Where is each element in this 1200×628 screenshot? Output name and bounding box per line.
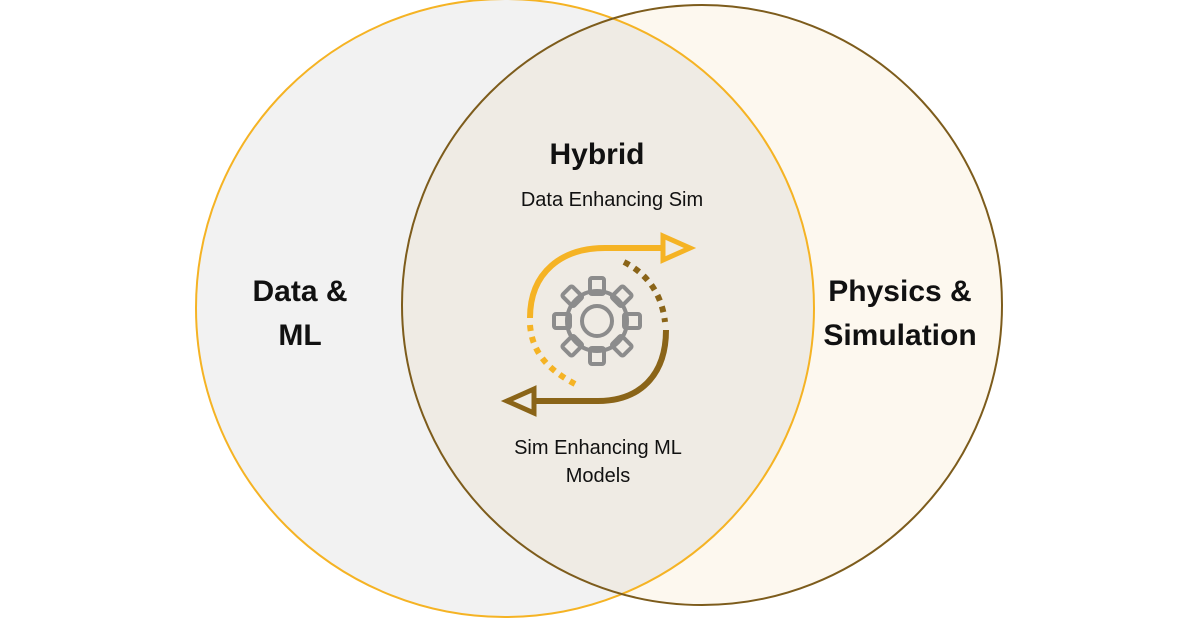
data-enhancing-sim-label: Data Enhancing Sim — [520, 189, 704, 211]
right-circle-label: Physics & Simulation — [780, 270, 1020, 358]
gear-tooth — [622, 312, 642, 330]
left-label-line-2: ML — [278, 319, 322, 352]
gear-tooth — [609, 333, 634, 358]
circular-arrows-icon — [500, 232, 697, 417]
gear-tooth — [588, 276, 606, 296]
left-label-line-1: Data & — [252, 275, 348, 308]
right-label-line-1: Physics & — [828, 275, 972, 308]
gear-tooth — [609, 284, 634, 309]
gear-tooth — [588, 346, 606, 366]
hybrid-title: Hybrid — [549, 138, 645, 171]
gear-tooth — [560, 333, 585, 358]
gear-tooth — [552, 312, 572, 330]
gear-icon — [552, 276, 642, 366]
right-label-line-2: Simulation — [823, 319, 977, 352]
left-circle-label: Data & ML — [200, 270, 400, 358]
sim-enhancing-ml-label: Sim Enhancing ML Models — [448, 434, 748, 490]
overlap-region-hybrid — [402, 5, 814, 605]
right-circle-outline — [401, 4, 1003, 606]
gear-tooth — [560, 284, 585, 309]
sim-enhancing-line-2: Models — [565, 465, 631, 487]
sim-enhancing-line-1: Sim Enhancing ML — [514, 437, 682, 459]
left-circle-outline — [195, 0, 815, 618]
